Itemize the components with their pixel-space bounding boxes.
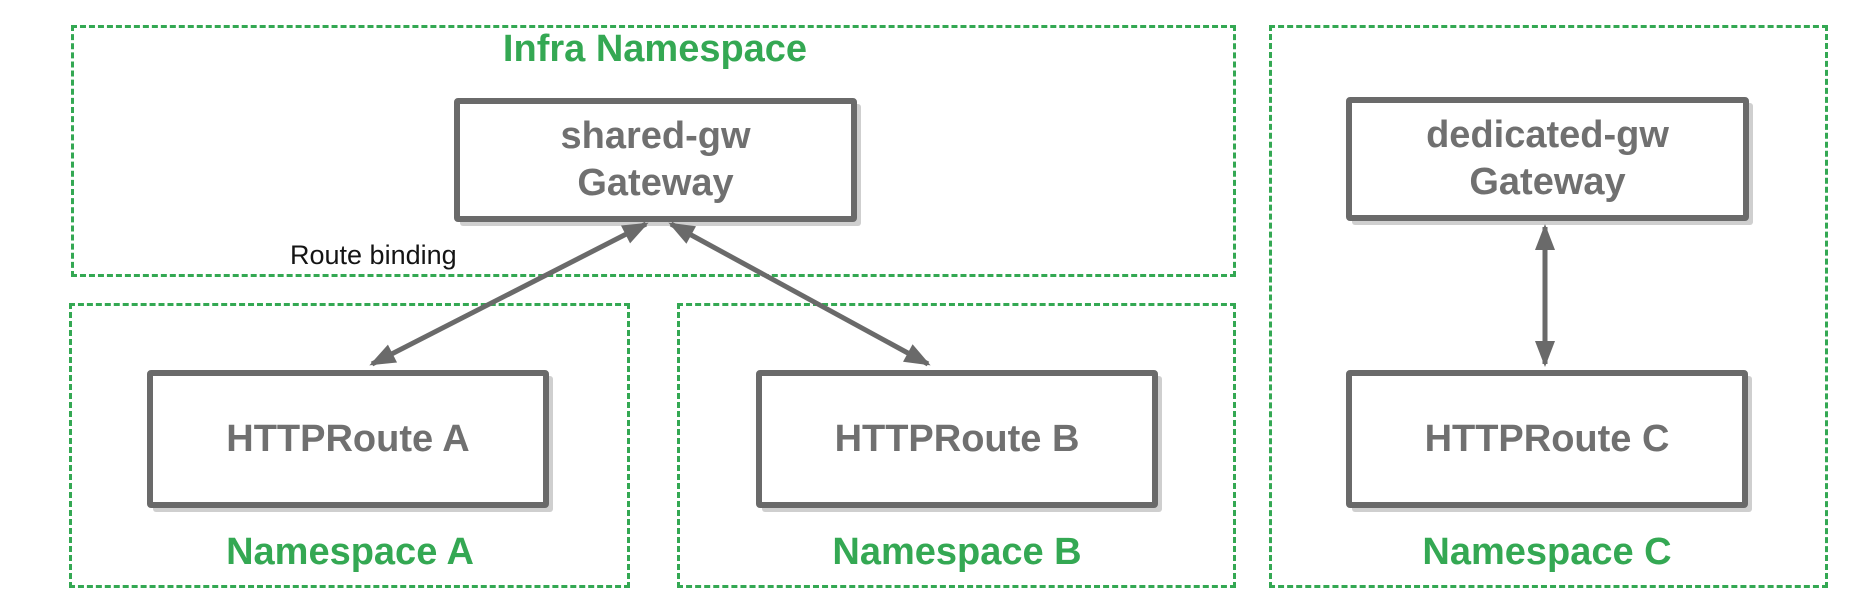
httproute-b-label: HTTPRoute B — [834, 417, 1080, 460]
shared-gateway-node: shared-gw Gateway — [454, 98, 857, 222]
dedicated-gateway-kind: Gateway — [1469, 161, 1626, 203]
httproute-a-node: HTTPRoute A — [147, 370, 549, 508]
route-binding-label: Route binding — [290, 240, 457, 270]
shared-gateway-name: shared-gw — [560, 115, 751, 157]
httproute-b-node: HTTPRoute B — [756, 370, 1158, 508]
httproute-c-label: HTTPRoute C — [1424, 417, 1670, 460]
namespace-b-label: Namespace B — [832, 531, 1082, 573]
namespace-c-label: Namespace C — [1422, 531, 1672, 573]
dedicated-gateway-node: dedicated-gw Gateway — [1346, 97, 1749, 221]
namespace-a-label: Namespace A — [226, 531, 474, 573]
namespace-b-container — [677, 303, 1236, 588]
infra-namespace-container — [71, 25, 1236, 277]
namespace-c-container — [1269, 25, 1828, 588]
dedicated-gateway-name: dedicated-gw — [1426, 114, 1669, 156]
shared-gateway-kind: Gateway — [577, 162, 734, 204]
httproute-a-label: HTTPRoute A — [226, 417, 470, 460]
httproute-c-node: HTTPRoute C — [1346, 370, 1748, 508]
namespace-a-container — [69, 303, 630, 588]
infra-namespace-label: Infra Namespace — [502, 28, 808, 70]
